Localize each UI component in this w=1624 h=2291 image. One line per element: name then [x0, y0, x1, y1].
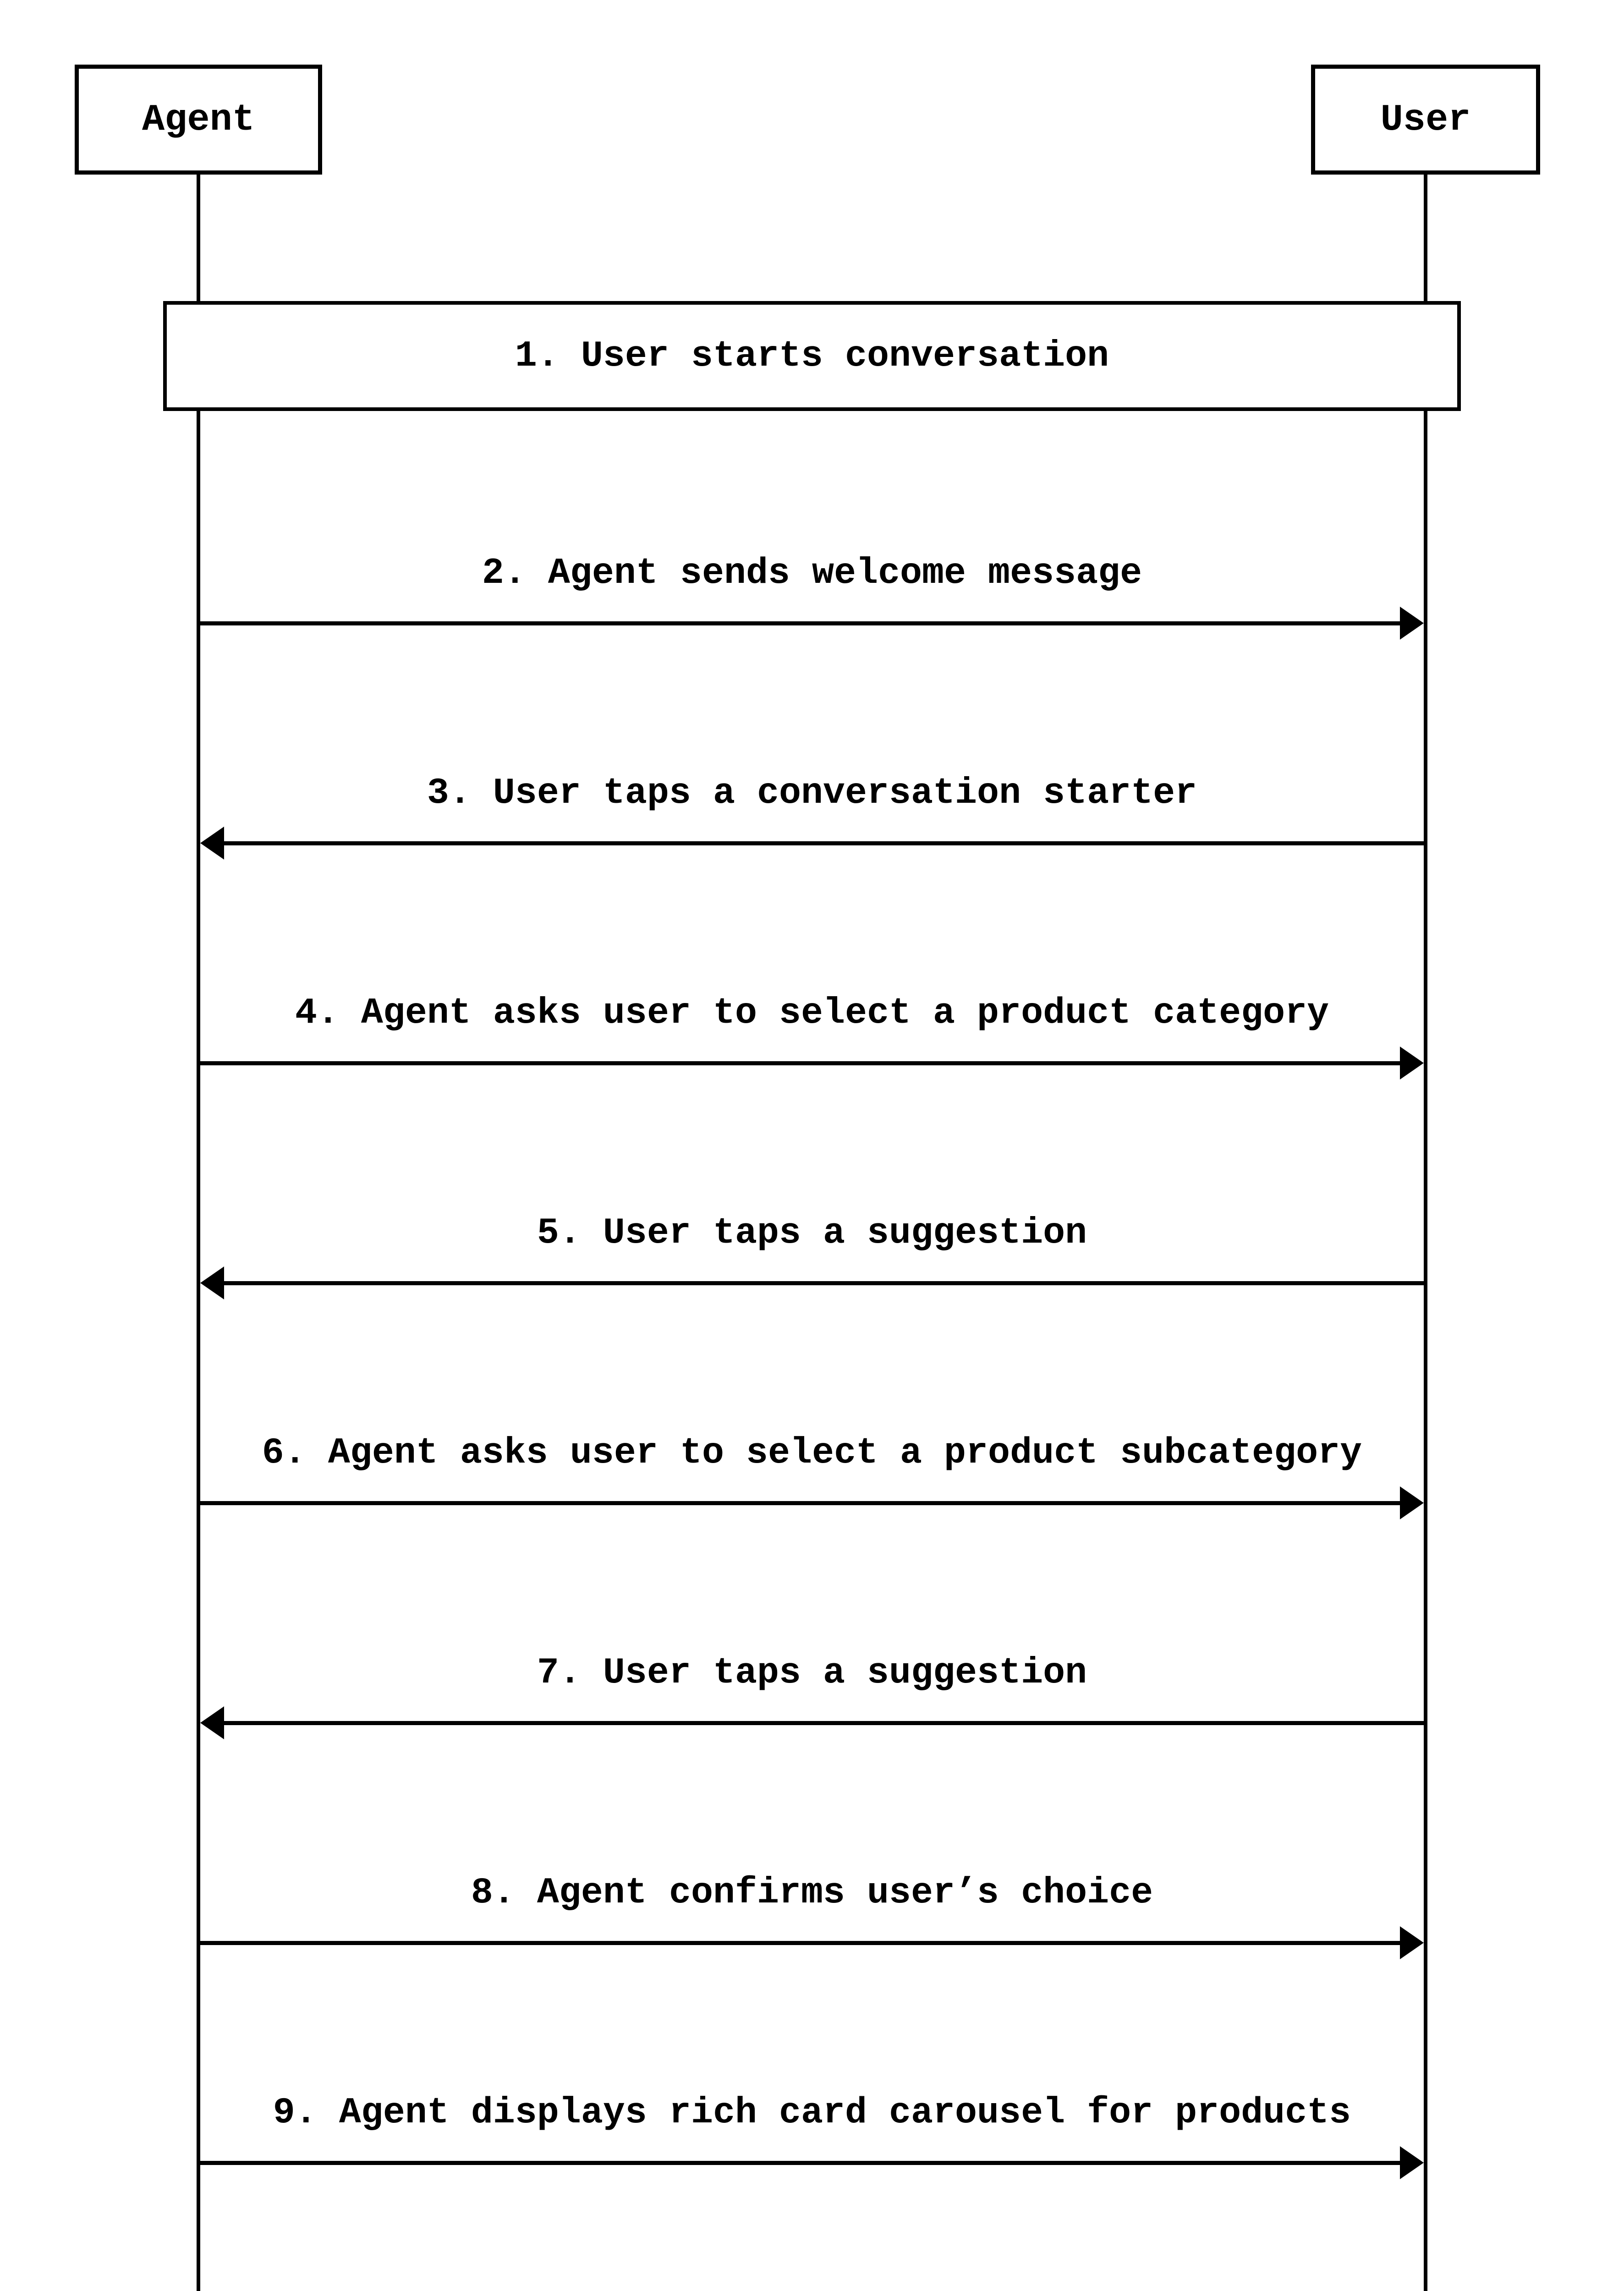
message-8-arrow-line	[198, 1941, 1401, 1945]
message-2-arrowhead-right-icon	[1400, 607, 1424, 640]
message-8-arrowhead-right-icon	[1400, 1926, 1424, 1959]
message-2-arrow-line	[198, 621, 1401, 625]
banner-label: 1. User starts conversation	[515, 335, 1109, 377]
message-5-arrowhead-left-icon	[200, 1266, 224, 1299]
message-7-label: 7. User taps a suggestion	[537, 1652, 1087, 1694]
actor-box-user-top: User	[1311, 65, 1540, 175]
message-8-label: 8. Agent confirms user’s choice	[471, 1872, 1153, 1914]
message-6-label: 6. Agent asks user to select a product s…	[262, 1432, 1362, 1474]
message-3-arrow-line	[223, 841, 1426, 845]
actor-label-user-top: User	[1380, 98, 1471, 141]
message-9-arrowhead-right-icon	[1400, 2146, 1424, 2179]
message-5-label: 5. User taps a suggestion	[537, 1212, 1087, 1254]
agent-lifeline	[197, 175, 200, 2291]
message-7-arrow-line	[223, 1721, 1426, 1725]
message-6-arrow-line	[198, 1501, 1401, 1505]
message-2-label: 2. Agent sends welcome message	[482, 553, 1142, 594]
message-4-arrowhead-right-icon	[1400, 1047, 1424, 1080]
actor-label-agent-top: Agent	[142, 98, 255, 141]
message-3-label: 3. User taps a conversation starter	[427, 773, 1197, 814]
actor-box-agent-top: Agent	[75, 65, 322, 175]
message-3-arrowhead-left-icon	[200, 827, 224, 860]
banner-note: 1. User starts conversation	[163, 301, 1461, 411]
message-4-label: 4. Agent asks user to select a product c…	[295, 992, 1329, 1034]
message-6-arrowhead-right-icon	[1400, 1486, 1424, 1519]
message-4-arrow-line	[198, 1061, 1401, 1065]
message-7-arrowhead-left-icon	[200, 1706, 224, 1739]
user-lifeline	[1424, 175, 1427, 2291]
message-5-arrow-line	[223, 1281, 1426, 1285]
message-9-arrow-line	[198, 2161, 1401, 2165]
message-9-label: 9. Agent displays rich card carousel for…	[273, 2092, 1351, 2134]
